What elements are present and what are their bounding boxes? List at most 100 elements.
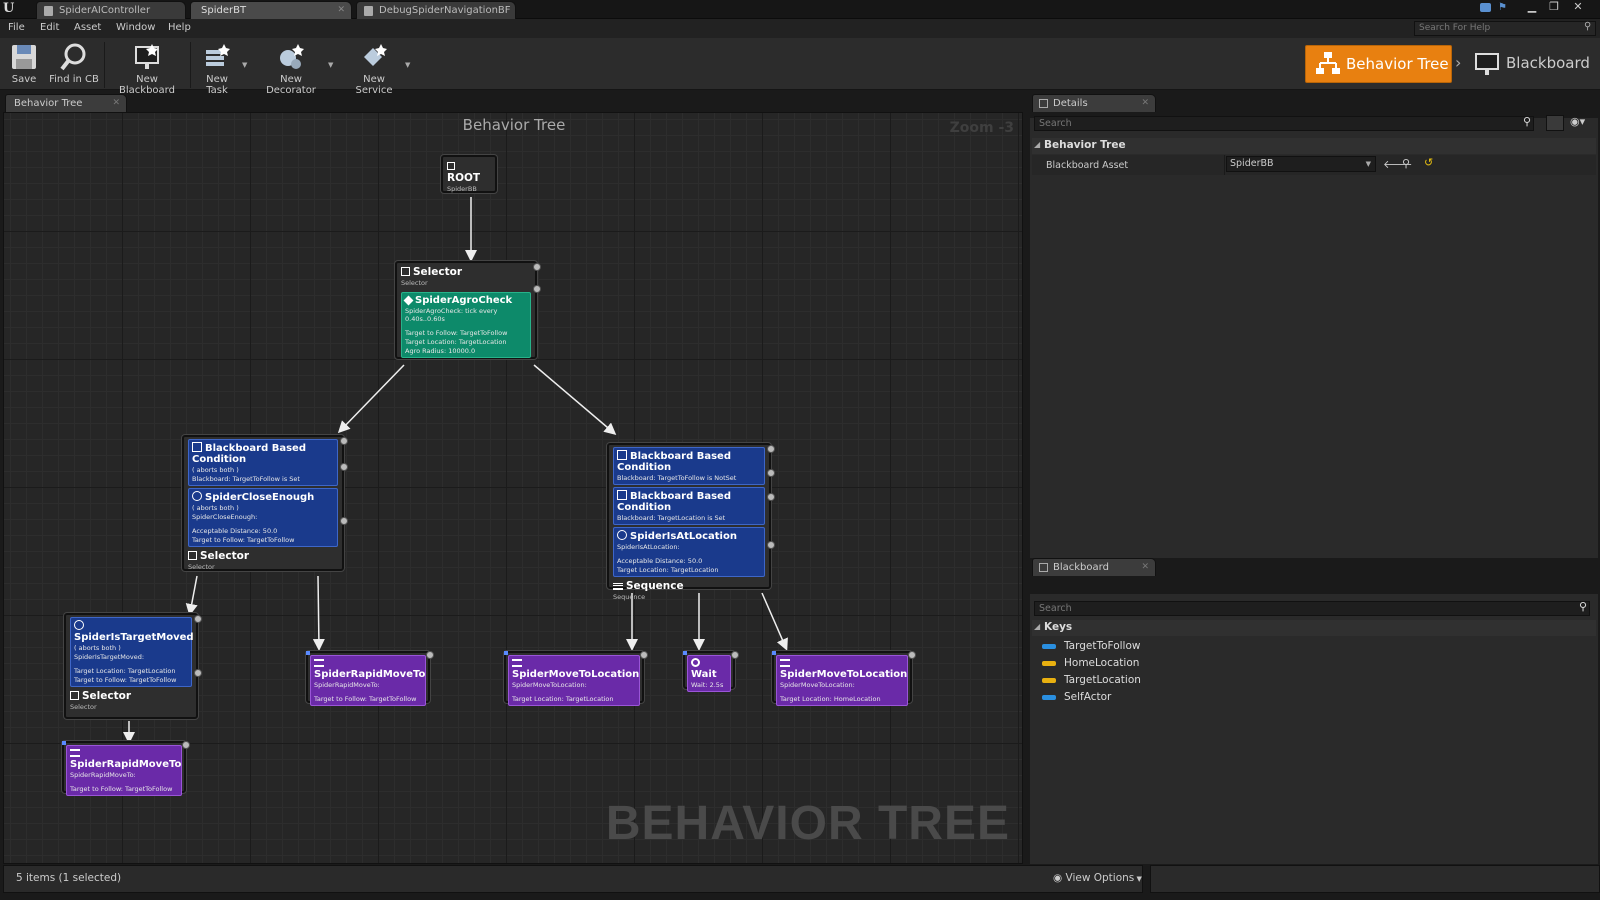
- chevron-right-icon: ›: [1455, 53, 1461, 72]
- new-service-dropdown-icon[interactable]: ▼: [405, 61, 410, 69]
- menu-window[interactable]: Window: [116, 22, 155, 33]
- find-in-cb-button[interactable]: Find in CB: [48, 40, 100, 90]
- menu-edit[interactable]: Edit: [40, 22, 59, 33]
- decorator-blackboard-condition[interactable]: Blackboard Based Condition Blackboard: T…: [613, 447, 765, 485]
- keys-category-row[interactable]: [1032, 620, 1596, 636]
- help-search-input[interactable]: Search For Help: [1414, 21, 1596, 36]
- keys-header: Keys: [1044, 621, 1072, 633]
- decorator-icon: [192, 442, 202, 452]
- node-pin[interactable]: [767, 445, 775, 453]
- magnifier-icon: [59, 42, 89, 72]
- sequence-icon: [613, 583, 623, 590]
- view-options-button[interactable]: ◉ View Options ▼: [1053, 872, 1142, 884]
- details-icon: [1039, 99, 1048, 108]
- decorator-spider-is-at-location[interactable]: SpiderIsAtLocation SpiderIsAtLocation: A…: [613, 527, 765, 577]
- node-pin[interactable]: [683, 651, 687, 655]
- blackboard-key[interactable]: TargetToFollow: [1042, 640, 1140, 652]
- root-node[interactable]: ROOT SpiderBB: [441, 155, 497, 193]
- task-spider-rapid-move-to[interactable]: SpiderRapidMoveTo SpiderRapidMoveTo: Tar…: [306, 651, 430, 703]
- chevron-down-icon: ▼: [1366, 157, 1371, 171]
- task-icon: [512, 659, 522, 667]
- new-task-dropdown-icon[interactable]: ▼: [242, 61, 247, 69]
- selector-node[interactable]: Selector Selector SpiderAgroCheck Spider…: [395, 261, 537, 359]
- close-icon[interactable]: ✕: [1141, 95, 1149, 112]
- node-pin[interactable]: [772, 651, 776, 655]
- task-spider-rapid-move-to-bottom[interactable]: SpiderRapidMoveTo SpiderRapidMoveTo: Tar…: [62, 741, 186, 793]
- blackboard-search-input[interactable]: Search: [1034, 601, 1590, 616]
- node-pin[interactable]: [194, 615, 202, 623]
- decorator-blackboard-condition[interactable]: Blackboard Based Condition Blackboard: T…: [613, 487, 765, 525]
- node-pin[interactable]: [504, 651, 508, 655]
- chat-icon[interactable]: [1480, 3, 1491, 12]
- node-pin[interactable]: [62, 741, 66, 745]
- new-blackboard-button[interactable]: New Blackboard: [108, 40, 186, 90]
- tab-behavior-tree-graph[interactable]: Behavior Tree ✕: [5, 94, 127, 112]
- service-spider-agro-check[interactable]: SpiderAgroCheck SpiderAgroCheck: tick ev…: [401, 292, 531, 358]
- tab-spider-ai-controller[interactable]: SpiderAIController: [36, 1, 186, 19]
- node-pin[interactable]: [306, 651, 310, 655]
- task-spider-move-to-home[interactable]: SpiderMoveToLocation SpiderMoveToLocatio…: [772, 651, 912, 703]
- decorator-blackboard-condition[interactable]: Blackboard Based Condition ( aborts both…: [188, 439, 338, 486]
- tab-details[interactable]: Details ✕: [1032, 94, 1156, 112]
- node-pin[interactable]: [426, 651, 434, 659]
- tab-blackboard[interactable]: Blackboard ✕: [1032, 558, 1156, 576]
- close-icon[interactable]: ✕: [337, 2, 345, 19]
- new-task-button[interactable]: New Task: [194, 40, 240, 90]
- collapse-arrow-icon[interactable]: ◢: [1034, 140, 1040, 149]
- wait-icon: [691, 658, 700, 667]
- behavior-tree-mode-button[interactable]: Behavior Tree: [1305, 45, 1452, 83]
- node-pin[interactable]: [182, 741, 190, 749]
- task-spider-move-to-location[interactable]: SpiderMoveToLocation SpiderMoveToLocatio…: [504, 651, 644, 703]
- menu-file[interactable]: File: [8, 22, 25, 33]
- node-pin[interactable]: [533, 285, 541, 293]
- blackboard-key[interactable]: SelfActor: [1042, 691, 1111, 703]
- new-decorator-button[interactable]: New Decorator: [256, 40, 326, 90]
- tab-debug-spider-navigation[interactable]: DebugSpiderNavigationBF: [356, 1, 516, 19]
- restore-icon[interactable]: ❐: [1544, 1, 1564, 15]
- node-pin[interactable]: [767, 541, 775, 549]
- close-icon[interactable]: ✕: [1141, 559, 1149, 576]
- node-pin[interactable]: [340, 517, 348, 525]
- node-pin[interactable]: [767, 493, 775, 501]
- close-window-icon[interactable]: ✕: [1568, 1, 1588, 15]
- blackboard-asset-combo[interactable]: SpiderBB ▼: [1226, 156, 1376, 172]
- node-pin[interactable]: [640, 651, 648, 659]
- selector-node-bottom[interactable]: SpiderIsTargetMoved ( aborts both ) Spid…: [64, 613, 198, 719]
- sequence-node[interactable]: Blackboard Based Condition Blackboard: T…: [607, 443, 771, 589]
- details-search-input[interactable]: Search: [1034, 116, 1534, 131]
- save-button[interactable]: Save: [4, 40, 44, 90]
- new-decorator-dropdown-icon[interactable]: ▼: [328, 61, 333, 69]
- task-wait[interactable]: Wait Wait: 2.5s: [683, 651, 735, 689]
- node-pin[interactable]: [767, 469, 775, 477]
- vector-key-icon: [1042, 678, 1056, 683]
- blackboard-mode-button[interactable]: Blackboard: [1470, 45, 1590, 83]
- search-icon: ⚲: [1584, 21, 1591, 32]
- reset-arrow-icon[interactable]: ↺: [1424, 156, 1433, 169]
- decorator-icon: [74, 620, 84, 630]
- node-pin[interactable]: [340, 437, 348, 445]
- node-pin[interactable]: [908, 651, 916, 659]
- minimize-icon[interactable]: ▁: [1522, 1, 1542, 15]
- property-matrix-icon[interactable]: [1546, 115, 1564, 131]
- blackboard-key[interactable]: TargetLocation: [1042, 674, 1141, 686]
- feedback-icon[interactable]: ⚑: [1498, 2, 1507, 13]
- service-icon: [359, 42, 389, 72]
- menu-asset[interactable]: Asset: [74, 22, 101, 33]
- new-service-button[interactable]: New Service: [344, 40, 404, 90]
- blackboard-key[interactable]: HomeLocation: [1042, 657, 1139, 669]
- node-pin[interactable]: [194, 669, 202, 677]
- node-pin[interactable]: [340, 463, 348, 471]
- browse-search-icon[interactable]: ⚲: [1402, 157, 1410, 170]
- save-icon: [9, 42, 39, 72]
- collapse-arrow-icon[interactable]: ◢: [1034, 622, 1040, 631]
- selector-node-left[interactable]: Blackboard Based Condition ( aborts both…: [182, 435, 344, 571]
- tab-spider-bt[interactable]: SpiderBT ✕: [190, 1, 352, 19]
- behavior-tree-graph[interactable]: Behavior Tree Zoom -3 BEHAVIOR TREE ROOT…: [3, 112, 1023, 864]
- eye-icon[interactable]: ◉▾: [1570, 115, 1585, 128]
- node-pin[interactable]: [731, 651, 739, 659]
- close-icon[interactable]: ✕: [112, 95, 120, 112]
- decorator-spider-close-enough[interactable]: SpiderCloseEnough ( aborts both ) Spider…: [188, 488, 338, 547]
- node-pin[interactable]: [533, 263, 541, 271]
- menu-help[interactable]: Help: [168, 22, 191, 33]
- decorator-spider-is-target-moved[interactable]: SpiderIsTargetMoved ( aborts both ) Spid…: [70, 617, 192, 687]
